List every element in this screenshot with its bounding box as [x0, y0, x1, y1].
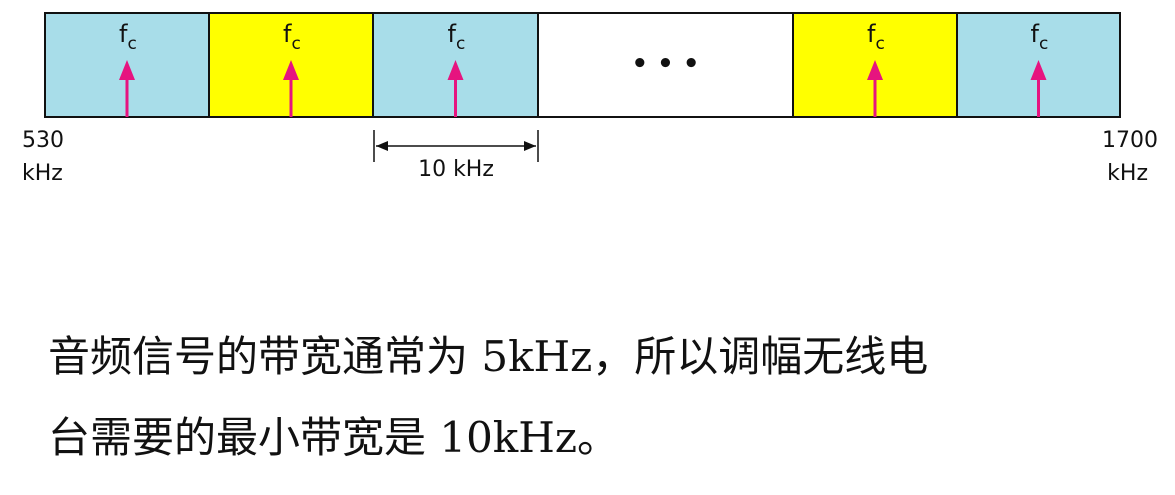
left-frequency-value: 530	[22, 128, 64, 153]
spacing-label: 10 kHz	[418, 157, 494, 182]
caption-line-2: 台需要的最小带宽是 10kHz。	[48, 413, 619, 462]
ellipsis-mark: • • •	[632, 49, 700, 79]
carrier-arrow-head	[867, 60, 883, 80]
left-frequency-unit: kHz	[22, 161, 63, 186]
right-frequency-value: 1700	[1102, 128, 1158, 153]
dimension-arrowhead-left	[376, 141, 388, 151]
right-frequency-unit: kHz	[1107, 161, 1148, 186]
caption-line-1: 音频信号的带宽通常为 5kHz，所以调幅无线电	[48, 332, 929, 381]
dimension-arrowhead-right	[524, 141, 536, 151]
carrier-arrow-head	[447, 60, 464, 80]
carrier-arrow-head	[1030, 60, 1047, 80]
carrier-arrow-head	[283, 60, 299, 80]
carrier-arrow-head	[119, 60, 135, 80]
spacing-dimension: 10 kHz	[373, 130, 539, 182]
frequency-band	[537, 12, 794, 118]
